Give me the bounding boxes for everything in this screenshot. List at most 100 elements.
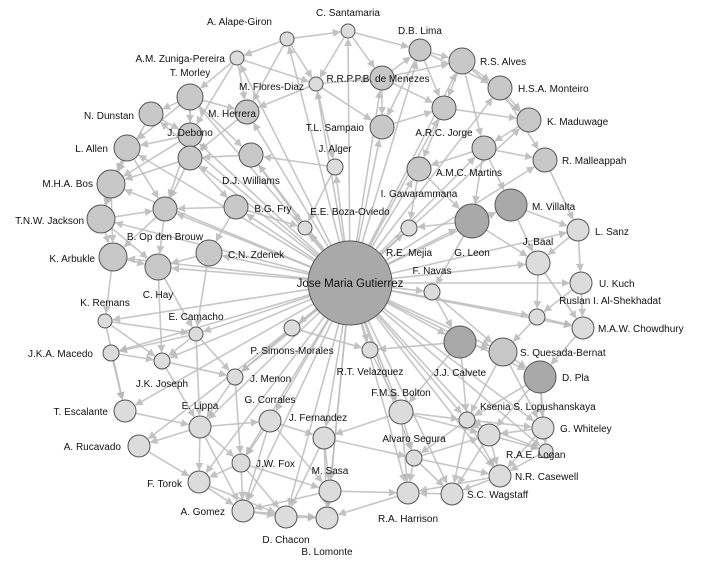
edge-110 <box>494 125 520 142</box>
node-a-alape-giron <box>279 31 295 47</box>
edge-9 <box>253 122 330 248</box>
edge-193 <box>403 423 414 451</box>
node-unlabeled-59 <box>477 423 501 447</box>
node-m-flores-diaz <box>308 76 324 92</box>
edge-150 <box>544 272 577 319</box>
node-t-l-sampaio <box>369 114 395 140</box>
label-f-navas: F. Navas <box>413 266 452 277</box>
edge-165 <box>110 324 156 357</box>
edge-24 <box>246 213 316 261</box>
label-a-alape-giron: A. Alape-Giron <box>207 17 272 28</box>
edge-201 <box>451 427 467 484</box>
label-a-m-zuniga-pereira: A.M. Zuniga-Pereira <box>136 54 226 65</box>
node-j-menon <box>226 368 244 386</box>
label-j-debono: J. Debono <box>167 128 213 139</box>
edge-29 <box>390 230 568 275</box>
node-u-kuch <box>569 271 593 295</box>
edge-35 <box>391 286 424 295</box>
label-l-allen: L. Allen <box>75 144 108 155</box>
label-m-h-a-bos: M.H.A. Bos <box>42 179 93 190</box>
node-alvaro-segura <box>405 449 423 467</box>
node-g-leon <box>454 203 490 239</box>
edge-194 <box>412 414 479 435</box>
edge-122 <box>488 158 505 191</box>
edge-163 <box>550 335 577 365</box>
label-t-morley: T. Morley <box>170 68 211 79</box>
edge-46 <box>169 298 312 359</box>
node-j-j-calvete <box>443 325 477 359</box>
label-f-m-s-bolton: F.M.S. Bolton <box>371 388 430 399</box>
edge-207 <box>204 436 239 502</box>
node-e-e-boza-oviedo <box>297 220 313 236</box>
node-d-chacon <box>274 505 298 529</box>
edge-214 <box>334 439 406 459</box>
edge-40 <box>202 295 311 334</box>
edge-198 <box>470 420 480 429</box>
edge-115 <box>116 159 124 172</box>
edge-67 <box>287 323 340 507</box>
edge-157 <box>435 298 453 328</box>
edge-169 <box>200 338 230 371</box>
label-u-kuch: U. Kuch <box>599 279 635 290</box>
node-f-torok <box>187 470 211 494</box>
edge-136 <box>247 209 299 228</box>
label-k-arbukle: K. Arbukle <box>49 254 95 265</box>
edge-96 <box>507 96 521 111</box>
edge-184 <box>165 367 195 418</box>
node-a-gomez <box>231 499 255 523</box>
node-layer <box>86 23 595 530</box>
label-c-hay: C. Hay <box>143 290 174 301</box>
edge-148 <box>575 240 584 272</box>
label-e-e-boza-oviedo: E.E. Boza-Oviedo <box>310 207 390 218</box>
edge-108 <box>455 108 517 122</box>
edge-72 <box>252 44 285 102</box>
label-j-k-a-macedo: J.K.A. Macedo <box>28 349 93 360</box>
node-ruslan-i-al-shekhadat <box>528 308 546 326</box>
edge-191 <box>412 412 459 423</box>
label-r-e-mejia: R.E. Mejia <box>386 248 433 259</box>
edge-95 <box>464 73 483 137</box>
edge-153 <box>126 258 146 267</box>
edge-34 <box>171 264 309 281</box>
edge-51 <box>134 303 314 406</box>
edge-209 <box>246 429 265 456</box>
node-j-k-a-macedo <box>102 344 120 362</box>
node-p-simons-morales <box>283 319 301 337</box>
node-m-herrera <box>234 99 260 125</box>
edge-222 <box>407 465 416 482</box>
edge-84 <box>391 56 411 72</box>
edge-236 <box>207 487 234 506</box>
edge-85 <box>393 61 450 77</box>
edge-128 <box>197 166 228 199</box>
edge-53 <box>275 318 330 412</box>
edge-205 <box>207 433 235 458</box>
label-j-w-fox: J.W. Fox <box>256 459 295 470</box>
node-r-a-e-logan <box>538 443 554 459</box>
edge-124 <box>549 170 574 220</box>
edge-175 <box>408 353 451 403</box>
label-e-camacho: E. Camacho <box>168 312 223 323</box>
edge-102 <box>198 105 243 147</box>
edge-204 <box>149 429 190 445</box>
edge-135 <box>517 219 534 252</box>
edge-180 <box>118 353 154 363</box>
edge-138 <box>215 216 231 242</box>
edge-87 <box>392 82 434 104</box>
edge-219 <box>421 436 479 457</box>
label-s-quesada-bernat: S. Quesada-Bernat <box>520 348 606 359</box>
node-k-maduwage <box>516 107 542 133</box>
label-h-s-a-monteiro: H.S.A. Monteiro <box>518 84 589 95</box>
edge-233 <box>340 488 397 497</box>
edge-4 <box>355 90 383 242</box>
edge-142 <box>123 216 157 248</box>
node-r-t-velazquez <box>361 341 379 359</box>
edge-237 <box>208 485 276 514</box>
edge-224 <box>491 445 499 466</box>
label-ksenia-s-lopushanskaya: Ksenia S. Lopushanskaya <box>480 402 596 413</box>
edge-74 <box>351 36 376 69</box>
label-t-n-w-jackson: T.N.W. Jackson <box>15 216 84 227</box>
node-f-m-s-bolton <box>388 399 414 425</box>
edge-213 <box>507 435 537 468</box>
label-m-villalta: M. Villalta <box>532 202 576 213</box>
